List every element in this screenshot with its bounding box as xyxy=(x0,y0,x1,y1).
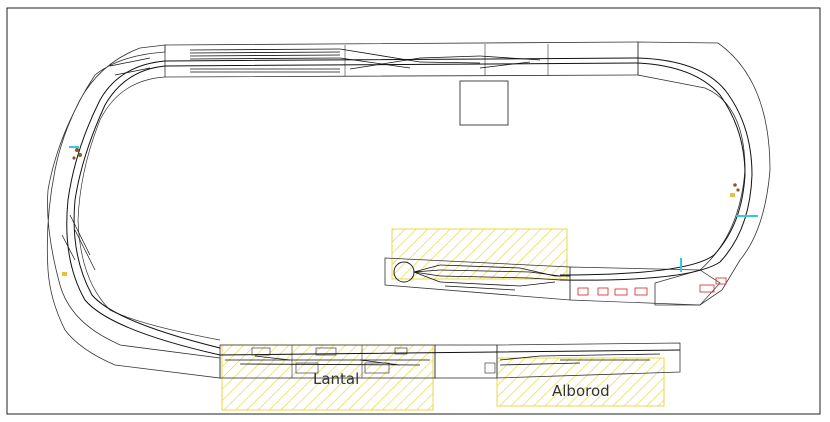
station-yard-tracks xyxy=(413,264,570,291)
square-building xyxy=(459,80,509,126)
main-line-tracks xyxy=(66,57,753,356)
yellow-marker xyxy=(730,193,735,197)
baseboard-bottom-alborod xyxy=(496,342,681,379)
left-curve-tracks xyxy=(61,57,151,271)
hatched-area-alborod xyxy=(496,357,665,407)
tree-markers xyxy=(72,148,740,192)
baseboard-right-curve xyxy=(637,41,771,306)
baseboard-left-curve xyxy=(46,44,221,379)
station-right-board xyxy=(569,266,721,306)
bottom-station-tracks xyxy=(225,353,661,366)
label-alborod: Alborod xyxy=(552,382,610,400)
yellow-marker xyxy=(62,272,67,276)
drawing-frame xyxy=(6,7,821,415)
label-lantal: Lantal xyxy=(313,370,359,388)
cyan-marker xyxy=(69,146,79,148)
cyan-marker xyxy=(680,258,682,272)
top-yard-tracks xyxy=(189,48,541,73)
bottom-board-boxes xyxy=(251,347,496,374)
red-buildings xyxy=(577,277,727,296)
baseboard-left-inner xyxy=(77,76,221,341)
cyan-marker xyxy=(736,215,758,217)
